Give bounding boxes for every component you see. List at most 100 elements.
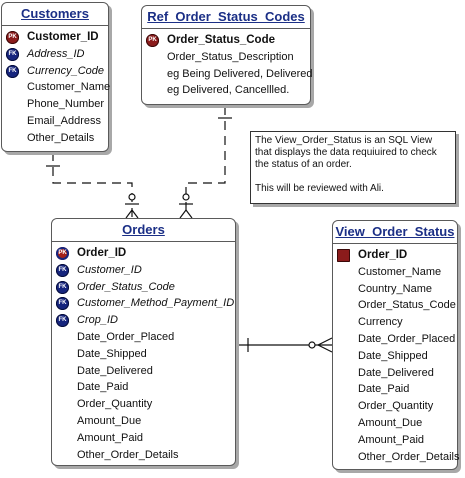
attribute-row[interactable]: FK Customer_Method_Payment_ID: [52, 295, 235, 312]
note-paragraph: This will be reviewed with Ali.: [255, 183, 384, 194]
attribute-row[interactable]: FK Currency_Code: [2, 63, 108, 80]
attribute-row[interactable]: PK Order_ID: [52, 245, 235, 262]
attribute-row[interactable]: Amount_Due: [333, 415, 457, 432]
attribute-name: Email_Address: [27, 114, 101, 127]
attribute-name: Date_Order_Placed: [358, 332, 456, 345]
attribute-name: Date_Shipped: [358, 349, 428, 362]
attribute-name: Amount_Due: [358, 416, 423, 429]
foreign-key-icon: FK: [56, 280, 69, 294]
attribute-name: Date_Paid: [77, 381, 129, 394]
attribute-name: Date_Paid: [358, 383, 410, 396]
attribute-list: PK Customer_ID FK Address_ID FK Currency_Code…: [2, 26, 111, 147]
attribute-name: Order_Status_Code: [167, 34, 276, 46]
attribute-row[interactable]: Customer_Name: [2, 79, 111, 96]
attribute-name: Order_ID: [358, 249, 408, 261]
attribute-name: Crop_ID: [77, 314, 118, 327]
attribute-row[interactable]: Other_Details: [2, 130, 108, 147]
attribute-name: Date_Order_Placed: [77, 330, 175, 343]
attribute-row[interactable]: Other_Order_Details: [333, 449, 460, 466]
relationship-customers-orders: [46, 152, 139, 219]
attribute-row[interactable]: eg Delivered, Cancellled.: [142, 82, 310, 99]
foreign-key-icon: FK: [6, 47, 19, 61]
attribute-row[interactable]: FK Address_ID: [2, 46, 108, 63]
attribute-name: Date_Shipped: [77, 347, 147, 360]
attribute-name: Date_Delivered: [77, 364, 153, 377]
relationship-orders-view: [236, 337, 333, 353]
attribute-row[interactable]: Date_Shipped: [333, 348, 457, 365]
attribute-name: Order_Status_Code: [77, 280, 175, 293]
attribute-name: Country_Name: [358, 282, 432, 295]
relationship-status-orders: [179, 106, 232, 219]
attribute-name: Order_Quantity: [77, 398, 153, 411]
attribute-row[interactable]: Order_ID: [333, 247, 457, 264]
attribute-row[interactable]: Amount_Due: [52, 413, 235, 430]
attribute-name: Other_Details: [27, 131, 95, 144]
attribute-name: Currency: [358, 316, 403, 329]
attribute-name: Phone_Number: [27, 98, 105, 111]
attribute-name: Order_ID: [77, 247, 127, 259]
attribute-row[interactable]: Date_Delivered: [52, 363, 235, 380]
attribute-row[interactable]: FK Crop_ID: [52, 312, 235, 329]
attribute-row[interactable]: Order_Status_Description: [142, 49, 310, 66]
attribute-row[interactable]: Date_Paid: [333, 381, 457, 398]
attribute-name: Amount_Due: [77, 414, 142, 427]
attribute-name: Customer_Method_Payment_ID: [77, 297, 235, 310]
attribute-name: Currency_Code: [27, 64, 105, 77]
attribute-name: Customer_ID: [27, 31, 99, 43]
attribute-row[interactable]: Date_Order_Placed: [52, 329, 235, 346]
primary-key-icon: [337, 249, 350, 262]
attribute-name: Other_Order_Details: [358, 450, 460, 463]
attribute-row[interactable]: Order_Status_Code: [333, 297, 457, 314]
attribute-row[interactable]: eg Being Delivered, Delivered: [142, 66, 313, 83]
attribute-row[interactable]: Order_Quantity: [52, 396, 235, 413]
foreign-key-icon: FK: [56, 297, 69, 311]
foreign-key-icon: FK: [56, 314, 69, 328]
attribute-name: Customer_Name: [27, 81, 111, 94]
attribute-name: eg Being Delivered, Delivered: [167, 67, 313, 80]
attribute-row[interactable]: Date_Order_Placed: [333, 331, 457, 348]
attribute-name: Amount_Paid: [77, 431, 144, 444]
attribute-row[interactable]: Email_Address: [2, 113, 108, 130]
attribute-name: Order_Quantity: [358, 400, 434, 413]
attribute-row[interactable]: Country_Name: [333, 281, 457, 298]
attribute-name: eg Delivered, Cancellled.: [167, 84, 290, 97]
attribute-row[interactable]: Currency: [333, 314, 457, 331]
primary-key-icon: PK: [146, 34, 159, 47]
entity-title: View_Order_Status: [333, 221, 457, 244]
attribute-row[interactable]: Customer_Name: [333, 264, 457, 281]
view-note[interactable]: The View_Order_Status is an SQL View tha…: [250, 131, 456, 204]
attribute-name: Customer_Name: [358, 265, 442, 278]
primary-key-icon: PK: [56, 247, 69, 260]
attribute-name: Customer_ID: [77, 263, 142, 276]
attribute-row[interactable]: Date_Delivered: [333, 365, 457, 382]
attribute-name: Address_ID: [27, 47, 85, 60]
attribute-row[interactable]: PK Customer_ID: [2, 29, 108, 46]
attribute-row[interactable]: FK Order_Status_Code: [52, 279, 235, 296]
primary-key-icon: PK: [6, 31, 19, 44]
attribute-row[interactable]: Amount_Paid: [333, 432, 457, 449]
attribute-row[interactable]: Order_Quantity: [333, 398, 457, 415]
attribute-row[interactable]: Date_Shipped: [52, 346, 235, 363]
attribute-row[interactable]: PK Order_Status_Code: [142, 32, 310, 49]
attribute-row[interactable]: Other_Order_Details: [52, 447, 235, 464]
attribute-name: Order_Status_Description: [167, 50, 294, 63]
attribute-row[interactable]: Amount_Paid: [52, 430, 235, 447]
attribute-row[interactable]: Date_Paid: [52, 379, 235, 396]
entity-ref-order-status-codes[interactable]: Ref_Order_Status_Codes PK Order_Status_Co…: [141, 5, 313, 105]
entity-title: Ref_Order_Status_Codes: [142, 6, 310, 29]
attribute-row[interactable]: Phone_Number: [2, 96, 108, 113]
foreign-key-icon: FK: [6, 64, 19, 78]
attribute-name: Amount_Paid: [358, 433, 425, 446]
attribute-name: Order_Status_Code: [358, 299, 456, 312]
note-paragraph: The View_Order_Status is an SQL View tha…: [255, 135, 437, 170]
attribute-name: Date_Delivered: [358, 366, 434, 379]
entity-title: Orders: [52, 219, 235, 242]
